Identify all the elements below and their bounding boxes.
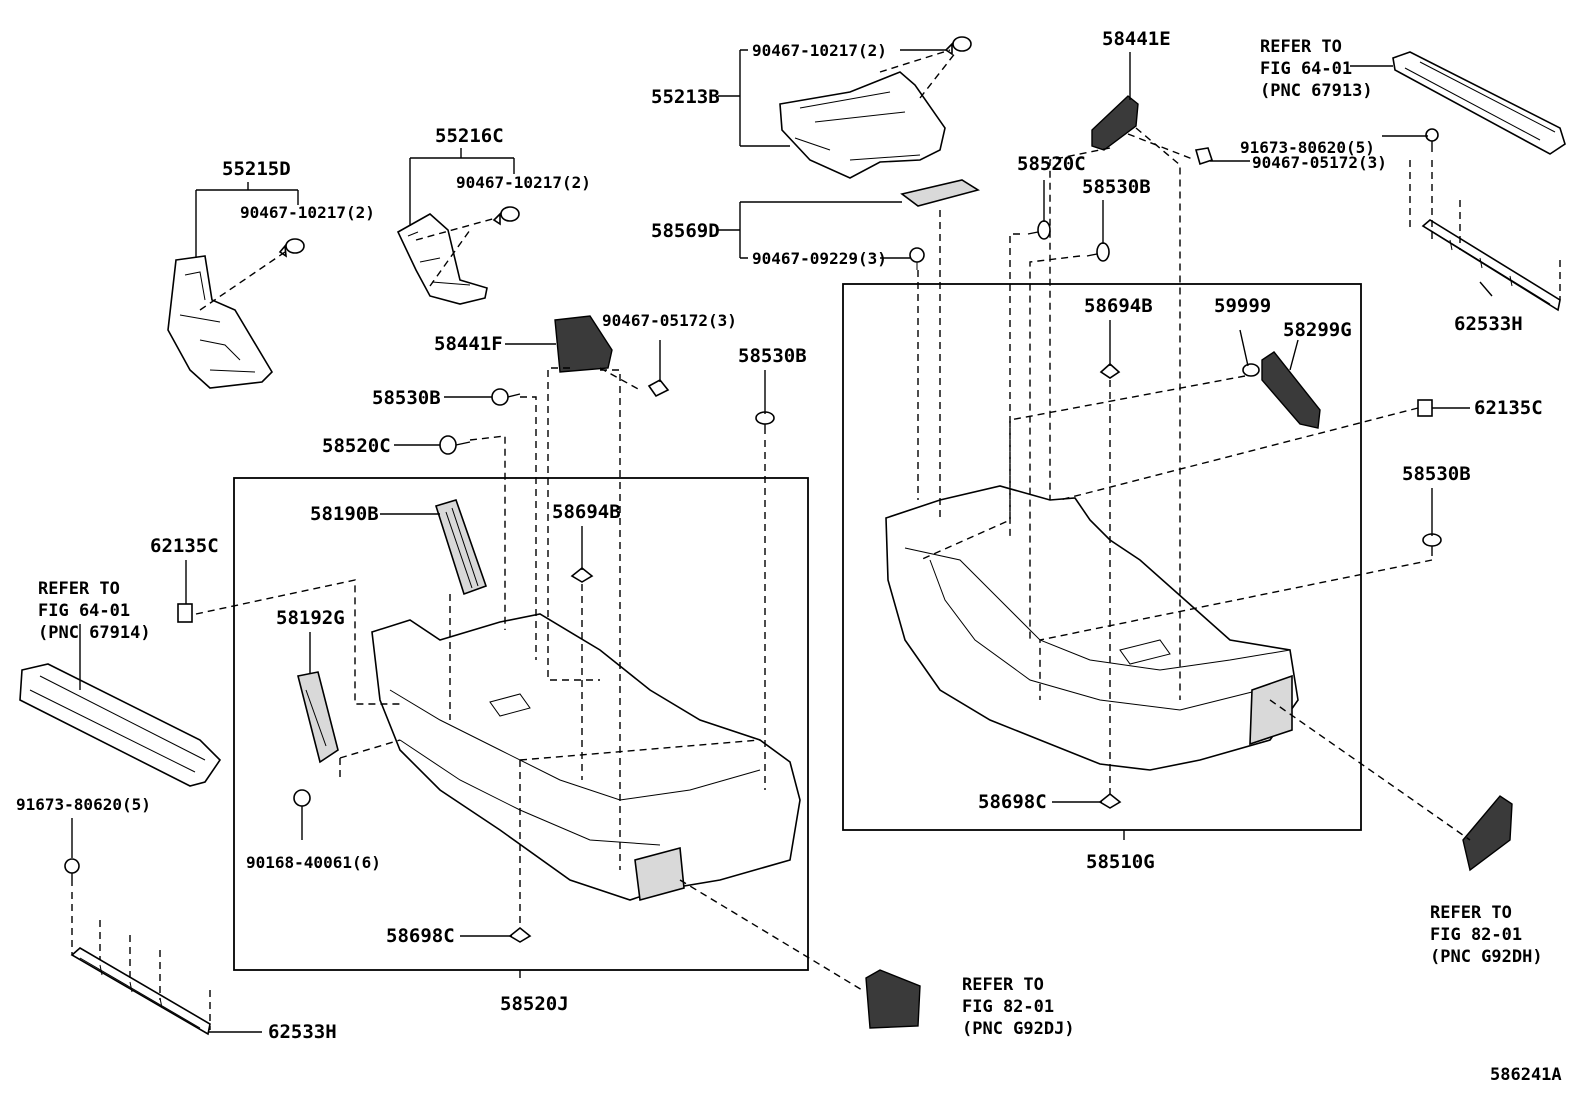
label-58192G: 58192G xyxy=(276,607,345,629)
clip-90467-10217-c xyxy=(944,36,972,56)
clip-58694B-l xyxy=(570,566,594,583)
label-58520C-l: 58520C xyxy=(322,435,391,457)
refer-line-2: FIG 64-01 xyxy=(1260,59,1352,79)
refer-line-2: FIG 64-01 xyxy=(38,601,130,621)
part-58520J xyxy=(371,613,801,902)
screw-91673-80620-r xyxy=(1425,128,1439,152)
clip-90467-10217-a xyxy=(278,238,305,258)
clip-58530B-r xyxy=(1086,242,1110,262)
assembly-box-58520J xyxy=(233,477,809,971)
clip-58520C-l xyxy=(439,435,471,455)
clip-58530B-l xyxy=(491,388,521,406)
label-58530B-r2: 58530B xyxy=(1402,463,1471,485)
part-58441E xyxy=(1091,95,1139,151)
label-58530B-r: 58530B xyxy=(1082,176,1151,198)
part-62533H-l xyxy=(70,947,211,1036)
label-90467-05172-l: 90467-05172(3) xyxy=(602,311,737,330)
label-58190B: 58190B xyxy=(310,503,379,525)
label-58520C-r: 58520C xyxy=(1017,153,1086,175)
label-90467-10217-b: 90467-10217(2) xyxy=(456,173,591,192)
figure-code: 586241A xyxy=(1490,1065,1562,1085)
refer-line-1: REFER TO xyxy=(1260,37,1342,57)
label-58698C-r: 58698C xyxy=(978,791,1047,813)
leader-lines xyxy=(71,49,1493,1033)
ref-part-G92DJ xyxy=(865,969,921,1029)
screw-91673-80620-l xyxy=(64,858,80,886)
clip-62135C-l xyxy=(177,603,193,623)
ref-part-G92DH xyxy=(1462,795,1513,872)
label-90168-40061: 90168-40061(6) xyxy=(246,853,381,872)
refer-line-1: REFER TO xyxy=(962,975,1044,995)
part-58192G xyxy=(297,671,339,764)
refer-line-1: REFER TO xyxy=(1430,903,1512,923)
label-58510G: 58510G xyxy=(1086,851,1155,873)
part-55213B xyxy=(779,71,946,179)
label-58441E: 58441E xyxy=(1102,28,1171,50)
refer-note-top-right: REFER TO FIG 64-01 (PNC 67913) xyxy=(1260,37,1373,101)
clip-90467-05172-r xyxy=(1194,147,1214,166)
label-58569D: 58569D xyxy=(651,220,720,242)
refer-line-3: (PNC G92DJ) xyxy=(962,1019,1075,1039)
refer-line-3: (PNC 67914) xyxy=(38,623,151,643)
clip-90168-40061 xyxy=(293,789,311,807)
refer-line-1: REFER TO xyxy=(38,579,120,599)
refer-note-left: REFER TO FIG 64-01 (PNC 67914) xyxy=(38,579,151,643)
clip-58694B-r xyxy=(1099,362,1121,379)
label-90467-10217-c: 90467-10217(2) xyxy=(752,41,887,60)
label-62135C-l: 62135C xyxy=(150,535,219,557)
label-91673-80620-l: 91673-80620(5) xyxy=(16,795,151,814)
part-58299G xyxy=(1261,351,1321,429)
label-91673-80620-r: 91673-80620(5) xyxy=(1240,138,1375,157)
part-58569D xyxy=(900,179,980,207)
refer-note-bottom-center: REFER TO FIG 82-01 (PNC G92DJ) xyxy=(962,975,1075,1039)
clip-58698C-l xyxy=(508,926,532,943)
label-58530B-l: 58530B xyxy=(372,387,441,409)
label-58530B-m: 58530B xyxy=(738,345,807,367)
part-58441F xyxy=(554,315,613,373)
part-55215D xyxy=(167,255,274,389)
label-62533H-l: 62533H xyxy=(268,1021,337,1043)
label-62135C-r: 62135C xyxy=(1474,397,1543,419)
assembly-box-58510G xyxy=(842,283,1362,831)
label-62533H-r: 62533H xyxy=(1454,313,1523,335)
ref-part-67913 xyxy=(1392,51,1566,155)
label-55216C: 55216C xyxy=(435,125,504,147)
clip-58698C-r xyxy=(1098,792,1122,809)
label-58694B-r: 58694B xyxy=(1084,295,1153,317)
label-58520J: 58520J xyxy=(500,993,569,1015)
refer-note-bottom-right: REFER TO FIG 82-01 (PNC G92DH) xyxy=(1430,903,1543,967)
clip-58530B-m xyxy=(755,411,775,434)
label-90467-10217-a: 90467-10217(2) xyxy=(240,203,375,222)
label-58299G: 58299G xyxy=(1283,319,1352,341)
clip-59999 xyxy=(1242,363,1260,377)
part-55216C xyxy=(396,213,488,305)
refer-line-3: (PNC G92DH) xyxy=(1430,947,1543,967)
label-59999: 59999 xyxy=(1214,295,1271,317)
part-labels: 55215D 90467-10217(2) 55216C 90467-10217… xyxy=(16,28,1543,1043)
part-62533H-r xyxy=(1421,219,1561,312)
refer-line-3: (PNC 67913) xyxy=(1260,81,1373,101)
part-58190B xyxy=(434,499,488,596)
label-90467-09229: 90467-09229(3) xyxy=(752,249,887,268)
label-90467-05172-r: 90467-05172(3) xyxy=(1252,153,1387,172)
label-55215D: 55215D xyxy=(222,158,291,180)
label-58698C-l: 58698C xyxy=(386,925,455,947)
clip-58520C-r xyxy=(1027,220,1051,240)
clip-62135C-r xyxy=(1417,399,1433,417)
label-58694B-l: 58694B xyxy=(552,501,621,523)
refer-line-2: FIG 82-01 xyxy=(1430,925,1522,945)
clip-90467-05172-l xyxy=(647,378,670,398)
clip-90467-09229 xyxy=(909,247,925,270)
assembly-lines xyxy=(71,49,1561,1030)
clip-90467-10217-b xyxy=(492,206,520,226)
ref-part-67914 xyxy=(19,663,222,787)
label-58441F: 58441F xyxy=(434,333,503,355)
part-58510G xyxy=(885,485,1299,771)
clip-58530B-r2 xyxy=(1422,533,1442,556)
refer-line-2: FIG 82-01 xyxy=(962,997,1054,1017)
label-55213B: 55213B xyxy=(651,86,720,108)
